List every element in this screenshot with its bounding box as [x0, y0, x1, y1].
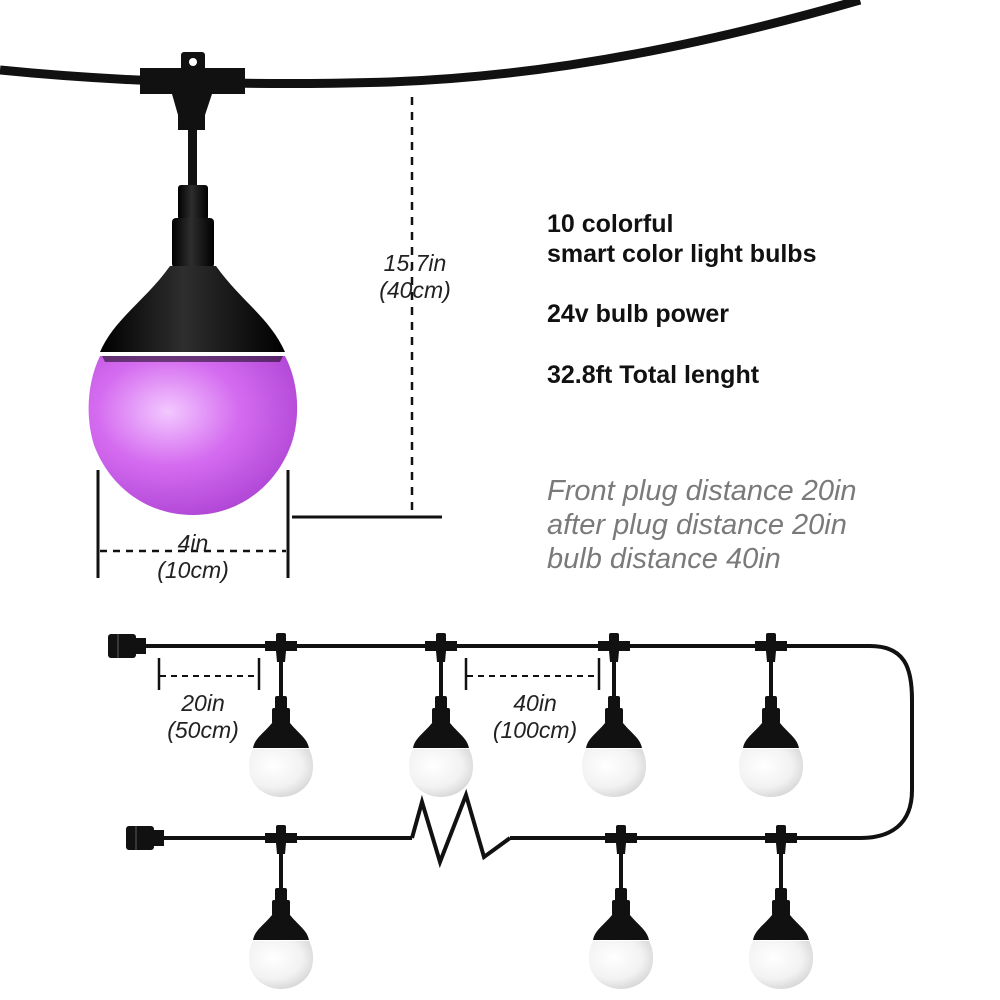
main-cable: [0, 0, 862, 88]
plug-connector-icon: [126, 826, 164, 850]
spec-power: 24v bulb power: [547, 300, 729, 328]
spec-bulb-type: smart color light bulbs: [547, 240, 817, 268]
note-bulb-distance: bulb distance 40in: [547, 543, 781, 575]
drop-metric: (40cm): [379, 277, 451, 303]
bulb-spacing-value: 40in: [513, 690, 557, 716]
zigzag-break-icon: [410, 788, 512, 869]
plug-connector-icon: [108, 634, 146, 658]
drop-value: 15.7in: [383, 250, 447, 276]
front-plug-value: 20in: [181, 690, 225, 716]
note-after-plug: after plug distance 20in: [547, 509, 847, 541]
diameter-label: 4in (10cm): [133, 530, 253, 584]
note-front-plug: Front plug distance 20in: [547, 475, 857, 507]
spec-bulb-count: 10 colorful: [547, 210, 674, 238]
lower-bulb-row: [248, 825, 814, 989]
front-plug-label: 20in (50cm): [143, 690, 263, 744]
drop-cord: [188, 128, 197, 188]
bulb-pendant-icon: [88, 185, 298, 515]
diameter-metric: (10cm): [157, 557, 229, 583]
drop-dimension: [292, 97, 442, 519]
drop-label: 15.7in (40cm): [355, 250, 475, 304]
bulb-spacing-dimension: [464, 658, 601, 690]
upper-bulb-row: [248, 633, 804, 797]
t-connector-icon: [140, 52, 245, 130]
bulb-spacing-label: 40in (100cm): [470, 690, 600, 744]
diameter-dimension: [96, 470, 290, 578]
bulb-spacing-metric: (100cm): [492, 717, 578, 743]
bulb-pendant-icon: [738, 633, 804, 797]
bulb-pendant-icon: [248, 633, 314, 797]
front-plug-metric: (50cm): [167, 717, 239, 743]
diameter-value: 4in: [177, 530, 209, 556]
bulb-pendant-icon: [248, 825, 314, 989]
bulb-pendant-icon: [588, 825, 654, 989]
spec-total-length: 32.8ft Total lenght: [547, 361, 760, 389]
bulb-pendant-icon: [748, 825, 814, 989]
front-plug-dimension: [157, 658, 261, 690]
bulb-pendant-icon: [581, 633, 647, 797]
bulb-globe: [88, 356, 298, 515]
bulb-pendant-icon: [408, 633, 474, 797]
